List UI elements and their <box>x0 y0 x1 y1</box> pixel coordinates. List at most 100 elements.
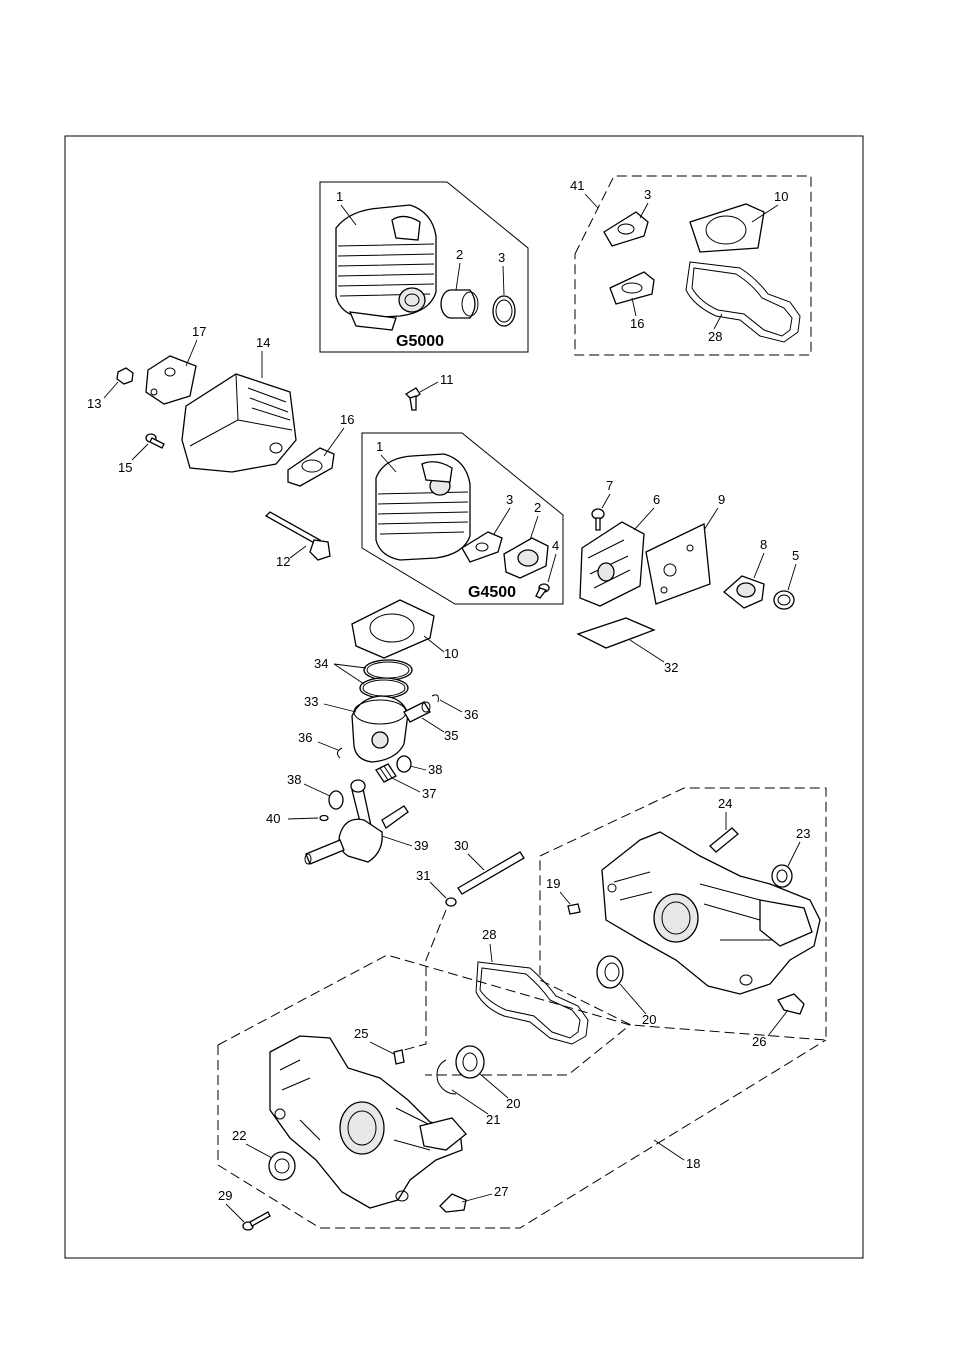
cylinder-g5000 <box>336 205 436 330</box>
heat-shield-plate <box>646 524 710 604</box>
callout-4: 4 <box>552 538 559 553</box>
callout-18: 18 <box>686 1156 700 1171</box>
callout-22: 22 <box>232 1128 246 1143</box>
kit-gasket-28 <box>686 262 800 342</box>
callout-25: 25 <box>354 1026 368 1041</box>
callout-39: 39 <box>414 838 428 853</box>
callout-3-top: 3 <box>498 250 505 265</box>
callout-12: 12 <box>276 554 290 569</box>
intake-g5000 <box>441 290 478 318</box>
nut-13 <box>117 368 133 384</box>
crankcase-left-half <box>270 1036 466 1208</box>
muffler-gasket-16 <box>288 448 334 486</box>
carburetor-adapter <box>580 522 644 606</box>
main-bearing-20-left <box>456 1046 484 1078</box>
piston-pin <box>404 702 430 722</box>
model-label-g4500: G4500 <box>468 584 516 601</box>
kit-gasket-3 <box>604 212 648 246</box>
stud-12 <box>266 512 330 560</box>
callout-8: 8 <box>760 537 767 552</box>
callout-11: 11 <box>440 372 454 387</box>
kit-gasket-10 <box>690 204 764 252</box>
dowel-pin-19 <box>568 904 580 914</box>
alignment-leader <box>404 910 446 1050</box>
bracket-27 <box>440 1194 466 1212</box>
callout-26: 26 <box>752 1034 766 1049</box>
callout-15: 15 <box>118 460 132 475</box>
callout-27: 27 <box>494 1184 508 1199</box>
callout-30: 30 <box>454 838 468 853</box>
callout-2-mid: 2 <box>534 500 541 515</box>
callout-41: 41 <box>570 178 584 193</box>
callout-36-right: 36 <box>464 707 478 722</box>
intake-ring-5 <box>774 591 794 609</box>
gasket-32 <box>578 618 654 648</box>
thrust-washer-38-right <box>397 756 411 772</box>
callout-40: 40 <box>266 811 280 826</box>
callout-1-top: 1 <box>336 189 343 204</box>
oil-seal-23 <box>772 865 792 887</box>
callout-38-left: 38 <box>287 772 301 787</box>
dowel-pin-25 <box>394 1050 404 1064</box>
callout-28: 28 <box>482 927 496 942</box>
circlip-36-right <box>432 695 438 702</box>
callout-33: 33 <box>304 694 318 709</box>
callout-29: 29 <box>218 1188 232 1203</box>
callout-38-right: 38 <box>428 762 442 777</box>
callout-24: 24 <box>718 796 732 811</box>
callout-37: 37 <box>422 786 436 801</box>
bolt-15 <box>146 434 164 448</box>
cylinder-g4500 <box>376 454 470 560</box>
main-bearing-20-right <box>597 956 623 988</box>
callout-20-left: 20 <box>506 1096 520 1111</box>
bolt-7 <box>592 509 604 530</box>
bolt-29 <box>243 1212 270 1230</box>
crankcase-gasket-28 <box>476 962 588 1044</box>
callout-5: 5 <box>792 548 799 563</box>
needle-bearing <box>376 764 396 782</box>
muffler <box>182 374 296 472</box>
bolt-11 <box>406 388 420 410</box>
callout-16: 16 <box>340 412 354 427</box>
fuel-line-30 <box>458 852 524 894</box>
grommet-31 <box>446 898 456 906</box>
circlip-21 <box>437 1060 456 1094</box>
callout-21: 21 <box>486 1112 500 1127</box>
model-label-g5000: G5000 <box>396 333 444 350</box>
callout-10-kit: 10 <box>774 189 788 204</box>
oil-seal-22 <box>269 1152 295 1180</box>
intake-g4500 <box>504 538 548 578</box>
crankshaft <box>305 780 408 864</box>
callout-13: 13 <box>87 396 101 411</box>
callout-3-mid: 3 <box>506 492 513 507</box>
callout-23: 23 <box>796 826 810 841</box>
piston-rings <box>360 660 412 698</box>
bracket-26 <box>778 994 804 1014</box>
callout-16-kit: 16 <box>630 316 644 331</box>
callout-14: 14 <box>256 335 270 350</box>
circlip-36-left <box>337 748 342 758</box>
callout-17: 17 <box>192 324 206 339</box>
callout-9: 9 <box>718 492 725 507</box>
intake-boot-8 <box>724 576 764 608</box>
thrust-washer-38-left <box>329 791 343 809</box>
callout-1-mid: 1 <box>376 439 383 454</box>
callout-35: 35 <box>444 728 458 743</box>
callout-36-left: 36 <box>298 730 312 745</box>
crankcase-right-half <box>602 832 820 994</box>
woodruff-key-40 <box>320 816 328 821</box>
callout-32: 32 <box>664 660 678 675</box>
callout-28-kit: 28 <box>708 329 722 344</box>
stud-24 <box>710 828 738 852</box>
screw-4 <box>536 584 549 598</box>
callout-2-top: 2 <box>456 247 463 262</box>
callout-3-kit: 3 <box>644 187 651 202</box>
callout-34: 34 <box>314 656 328 671</box>
muffler-cover <box>146 356 196 404</box>
callout-7: 7 <box>606 478 613 493</box>
callout-6: 6 <box>653 492 660 507</box>
cylinder-base-gasket <box>352 600 434 658</box>
callout-20-right: 20 <box>642 1012 656 1027</box>
piston <box>352 696 408 762</box>
